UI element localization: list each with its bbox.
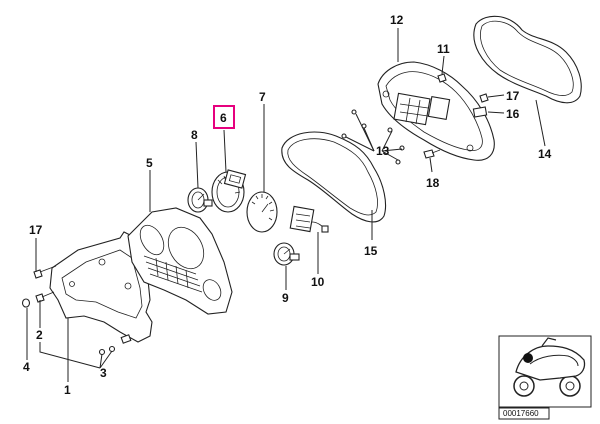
model-thumbnail: 00017660: [498, 335, 592, 420]
part-14-rear-seal[interactable]: [473, 15, 582, 104]
callout-label: 3: [100, 366, 107, 380]
callout-label: 9: [282, 291, 289, 305]
callout-label: 12: [390, 13, 404, 27]
part-5-instrument-panel[interactable]: [127, 207, 233, 315]
callout-label-highlighted: 6: [220, 111, 227, 125]
part-15-gasket[interactable]: [281, 131, 387, 223]
part-9-small-gauge[interactable]: [273, 242, 300, 266]
callout-label: 16: [506, 107, 520, 121]
part-12-rear-housing[interactable]: [377, 61, 495, 161]
callout-label: 4: [23, 360, 30, 374]
callout-label: 15: [364, 244, 378, 258]
callout-label: 14: [538, 147, 552, 161]
callout-label: 2: [36, 328, 43, 342]
hardware-parts: [21, 73, 489, 356]
callout-label: 17: [29, 223, 43, 237]
callout-label: 13: [376, 144, 390, 158]
part-1-lower-cover[interactable]: [49, 231, 153, 344]
callout-6-highlighted[interactable]: 6: [213, 105, 235, 129]
callout-label: 8: [191, 128, 198, 142]
leader-lines: [26, 28, 546, 382]
part-8-small-gauge[interactable]: [187, 187, 213, 213]
callout-label: 11: [437, 42, 450, 56]
part-10-circuit-module[interactable]: [289, 205, 329, 233]
callout-label: 5: [146, 156, 153, 170]
callout-label: 10: [311, 275, 325, 289]
motorcycle-icon: [513, 337, 586, 397]
callout-label: 17: [506, 89, 520, 103]
reference-number: 00017660: [503, 409, 539, 418]
part-6-gauge-module[interactable]: [211, 169, 247, 213]
callout-label: 18: [426, 176, 440, 190]
part-7-dial[interactable]: [246, 191, 278, 233]
callout-label: 7: [259, 90, 266, 104]
callout-label: 1: [64, 383, 71, 397]
callout-labels: 12 11 17 16 14 13 18 7 8 5 15 10 9 17 2 …: [23, 13, 552, 397]
